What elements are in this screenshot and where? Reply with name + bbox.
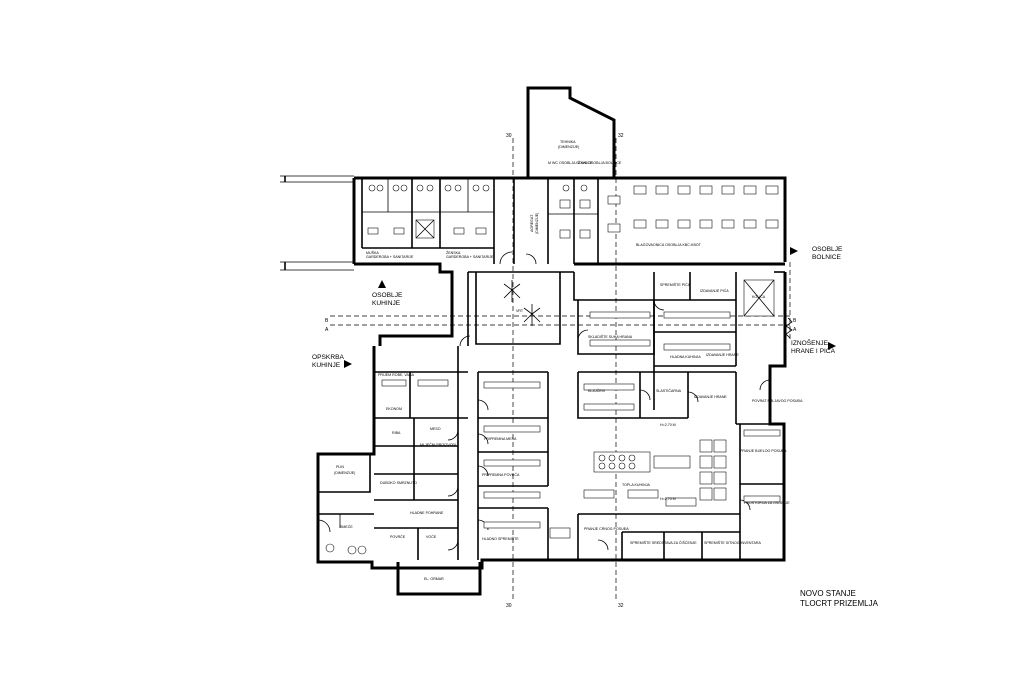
room-wc-m: M WC OSOBLJA BOLNICE <box>548 161 593 165</box>
axis-32-bottom: 32 <box>618 603 624 609</box>
room-garderoba-z: GARDEROBA + SANITARIJE <box>446 255 494 259</box>
room-garderoba-m: GARDEROBA + SANITARIJE <box>366 255 414 259</box>
room-pripremna-povrca: PRIPREMNA POVRĆA <box>482 472 520 477</box>
axis-b-left: B <box>325 318 329 324</box>
room-mljecni: MLJEČNI PROIZVODI <box>420 442 456 447</box>
room-vocce: VOĆE <box>426 534 437 539</box>
axis-a-right: A <box>793 327 797 333</box>
label-osoblje-bolnice-1: OSOBLJE <box>812 246 843 253</box>
axis-labels: 30 32 30 32 B B A A <box>325 133 797 609</box>
room-spremiste-sredstava: SPREMIŠTE SREDSTAVA ZA ČIŠĆENJE <box>630 540 697 545</box>
axis-30-top: 30 <box>506 133 512 139</box>
dim-height-1: h=2,70 m <box>660 423 676 427</box>
room-agregat: AGREGAT <box>530 214 534 232</box>
title-block: NOVO STANJE TLOCRT PRIZEMLJA <box>800 589 879 608</box>
room-kolica: KOLICA <box>752 295 766 299</box>
title-line-2: TLOCRT PRIZEMLJA <box>800 599 879 608</box>
room-muska: MUŠKA <box>366 250 379 255</box>
room-labels: TEHNIKA (DIMENZIJE) M WC OSOBLJA BOLNICE… <box>334 140 803 581</box>
label-osoblje-kuhinje-1: OSOBLJE <box>372 292 403 299</box>
label-iznosenje-1: IZNOŠENJE <box>791 338 829 347</box>
room-tehnika-sub: (DIMENZIJE) <box>558 145 579 149</box>
room-povrce: POVRĆE <box>390 534 406 539</box>
room-povrat: POVRAT PRLJAVOG POSUĐA <box>752 399 803 403</box>
title-line-1: NOVO STANJE <box>800 589 856 598</box>
room-izdavanje-hrane-2: IZDAVANJE HRANE <box>694 395 727 399</box>
room-vrt: VRT <box>516 309 524 313</box>
room-ekonom: EKONOM <box>386 407 402 411</box>
room-duboko: DUBOKO SMRZNUTO <box>380 481 417 485</box>
room-prijem-robe: PRIJEM ROBE, VAGA <box>378 373 415 377</box>
room-topla-kuhinja: TOPLA KUHINJA <box>622 483 650 487</box>
room-smece: SMEĆE <box>340 524 353 529</box>
room-tehnika: TEHNIKA <box>560 140 576 144</box>
arrow-osoblje-kuhinje <box>378 280 386 288</box>
room-agregat-sub: (DIMENZIJE) <box>535 213 539 234</box>
label-opskrba-2: KUHINJE <box>312 362 341 369</box>
axis-32-top: 32 <box>618 133 624 139</box>
room-izdavanje-pica: IZDAVANJE PIĆA <box>700 288 729 293</box>
room-riba: RIBA <box>392 431 401 435</box>
entry-markers: OSOBLJE BOLNICE IZNOŠENJE HRANE I PIĆA O… <box>312 246 843 369</box>
axis-b-right: B <box>793 318 797 324</box>
room-izdavanje-hrane: IZDAVANJE HRANE <box>706 353 739 357</box>
room-prostorija-osoblje: PROSTORIJA ZA OSOBLJE <box>744 501 790 505</box>
label-osoblje-bolnice-2: BOLNICE <box>812 254 842 261</box>
garden-plants <box>503 280 541 326</box>
exterior-walls <box>280 86 787 596</box>
room-pranje-bijelo: PRANJE BIJELOG POSUĐA <box>740 449 787 453</box>
room-hladna-kuhinja: HLADNA KUHINJA <box>670 355 701 359</box>
break-mark <box>785 317 793 339</box>
axis-30-bottom: 30 <box>506 603 512 609</box>
label-iznosenje-2: HRANE I PIĆA <box>791 346 836 355</box>
kitchen-equipment <box>325 311 781 555</box>
room-plin-sub: (DIMENZIJE) <box>334 471 355 475</box>
room-blagovaonica: BLAGOVAONICA OSOBLJA KBC-KBOT <box>636 243 702 247</box>
room-kljucevi: KLJUČEVI <box>588 388 605 393</box>
room-hladno-spremiste: HLADNO SPREMIŠTE <box>482 536 519 541</box>
room-pranje-crno: PRANJE CRNOG POSUĐA <box>584 527 629 531</box>
room-plin: PLIN <box>336 465 344 469</box>
dining-tables <box>607 185 779 233</box>
room-slasticarna: SLASTIČARNA <box>656 388 682 393</box>
label-osoblje-kuhinje-2: KUHINJE <box>372 300 401 307</box>
room-spremiste-pica: SPREMIŠTE PIĆA <box>660 282 691 287</box>
label-opskrba-1: OPSKRBA <box>312 354 344 361</box>
room-meso: MESO <box>430 427 441 431</box>
sanitary-fixtures <box>367 184 591 239</box>
room-skladiste: SKLADIŠTE SUHA HRANA <box>588 334 633 339</box>
arrow-opskrba <box>344 360 352 368</box>
room-zenska: ŽENSKA <box>446 250 461 255</box>
room-el-ormar: EL. ORMAR <box>424 577 444 581</box>
room-wc-z: Ž WC OSOBLJA BOLNICE <box>578 160 622 165</box>
arrow-iznosenje <box>828 342 836 350</box>
interior-walls <box>318 178 784 560</box>
axis-a-left: A <box>325 327 329 333</box>
dim-height-2: h=2,70 m <box>660 497 676 501</box>
trolley-marks <box>743 279 775 317</box>
doors <box>317 251 771 551</box>
arrow-osoblje-bolnice <box>790 247 798 255</box>
room-pripremna-mesa: PRIPREMNA MESA <box>484 437 517 441</box>
room-hladne: HLADNE POHRANE <box>410 511 444 515</box>
room-spremiste-pribora: SPREMIŠTE SITNOG INVENTARA <box>704 540 761 545</box>
